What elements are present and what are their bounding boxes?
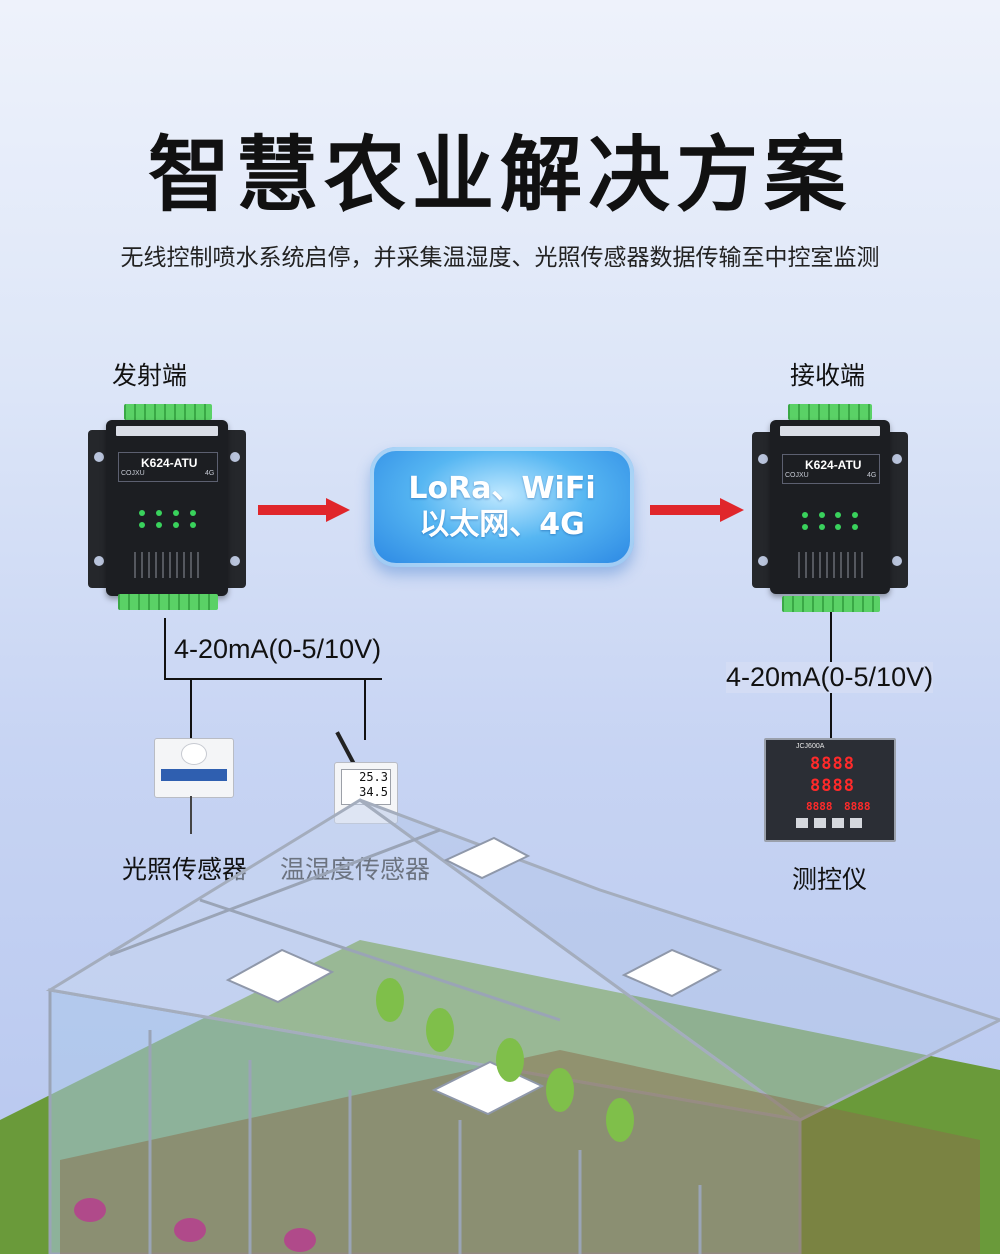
transmitter-device: K624-ATU COJXU 4G xyxy=(88,400,246,610)
arrow-to-network xyxy=(258,498,350,522)
page-subtitle: 无线控制喷水系统启停，并采集温湿度、光照传感器数据传输至中控室监测 xyxy=(120,245,880,271)
device-model: K624-ATU xyxy=(805,458,862,472)
plants-purple xyxy=(74,1198,316,1252)
sensor-reading-humidity: 34.5 xyxy=(359,785,388,799)
roof-vents xyxy=(225,836,723,1116)
arrow-shaft xyxy=(650,505,722,515)
wire xyxy=(190,678,192,740)
vent-slots xyxy=(798,552,866,578)
device-variant: 4G xyxy=(205,470,215,477)
light-sensor-dome xyxy=(181,743,207,765)
led-indicator xyxy=(835,524,842,530)
greenhouse-illustration xyxy=(0,798,1000,1254)
network-line-1: LoRa、WiFi xyxy=(408,471,596,506)
led-indicator xyxy=(189,522,196,528)
led-indicator xyxy=(802,512,809,518)
network-bubble: LoRa、WiFi 以太网、4G xyxy=(370,447,634,567)
led-indicator xyxy=(851,524,858,530)
receiver-label: 接收端 xyxy=(790,361,866,390)
led-indicator xyxy=(155,510,162,516)
terminal-block-bottom xyxy=(782,596,880,612)
arrow-shaft xyxy=(258,505,328,515)
terminal-block-top xyxy=(788,404,872,420)
led-indicator xyxy=(835,512,842,518)
controller-row-3b: 8888 xyxy=(844,800,871,813)
arrow-to-receiver xyxy=(650,498,744,522)
led-indicator xyxy=(851,512,858,518)
device-top-label xyxy=(780,426,880,436)
controller-model: JCJ600A xyxy=(796,743,825,750)
page-title: 智慧农业解决方案 xyxy=(147,128,852,223)
brand-plate: K624-ATU COJXU 4G xyxy=(782,454,880,484)
device-brand: COJXU xyxy=(121,470,145,477)
wire xyxy=(164,618,166,680)
soil-bed xyxy=(60,1050,980,1254)
led-panel xyxy=(800,512,860,530)
controller-row-3a: 8888 xyxy=(806,800,833,813)
mount-ear-right xyxy=(224,430,246,588)
brand-plate: K624-ATU COJXU 4G xyxy=(118,452,218,482)
mount-ear-left xyxy=(752,432,774,588)
led-indicator xyxy=(172,510,179,516)
mount-ear-right xyxy=(886,432,908,588)
receiver-device: K624-ATU COJXU 4G xyxy=(752,404,908,612)
controller-label: 测控仪 xyxy=(792,865,868,894)
led-indicator xyxy=(189,510,196,516)
led-indicator xyxy=(138,510,145,516)
transmitter-label: 发射端 xyxy=(112,361,188,390)
led-indicator xyxy=(818,512,825,518)
controller-row-1: 8888 xyxy=(810,754,855,774)
led-indicator xyxy=(138,522,145,528)
terminal-block-bottom xyxy=(118,594,218,610)
light-sensor xyxy=(154,738,234,798)
light-sensor-label-strip xyxy=(161,769,227,781)
greenhouse-frame xyxy=(109,828,702,1254)
led-indicator xyxy=(802,524,809,530)
arrow-head xyxy=(326,498,350,522)
led-indicator xyxy=(818,524,825,530)
device-variant: 4G xyxy=(867,472,877,479)
controller-buttons xyxy=(796,818,866,828)
terminal-block-top xyxy=(124,404,212,420)
led-indicator xyxy=(172,522,179,528)
led-panel xyxy=(136,510,198,528)
plants xyxy=(376,978,634,1142)
device-body: K624-ATU COJXU 4G xyxy=(106,420,228,596)
light-sensor-label: 光照传感器 xyxy=(122,855,248,884)
arrow-head xyxy=(720,498,744,522)
sensor-cable xyxy=(190,796,192,834)
controller-row-2: 8888 xyxy=(810,776,855,796)
device-body: K624-ATU COJXU 4G xyxy=(770,420,890,594)
led-indicator xyxy=(155,522,162,528)
device-model: K624-ATU xyxy=(141,456,198,470)
sensor-reading-temp: 25.3 xyxy=(359,770,388,784)
mount-ear-left xyxy=(88,430,110,588)
wire xyxy=(364,678,366,740)
signal-label-left: 4-20mA(0-5/10V) xyxy=(174,634,382,664)
controller-device: JCJ600A 8888 8888 8888 8888 xyxy=(764,738,896,842)
device-top-label xyxy=(116,426,218,436)
device-brand: COJXU xyxy=(785,472,809,479)
wire xyxy=(164,678,382,680)
vent-slots xyxy=(134,552,204,578)
signal-label-right: 4-20mA(0-5/10V) xyxy=(726,662,934,693)
network-line-2: 以太网、4G xyxy=(419,507,585,542)
